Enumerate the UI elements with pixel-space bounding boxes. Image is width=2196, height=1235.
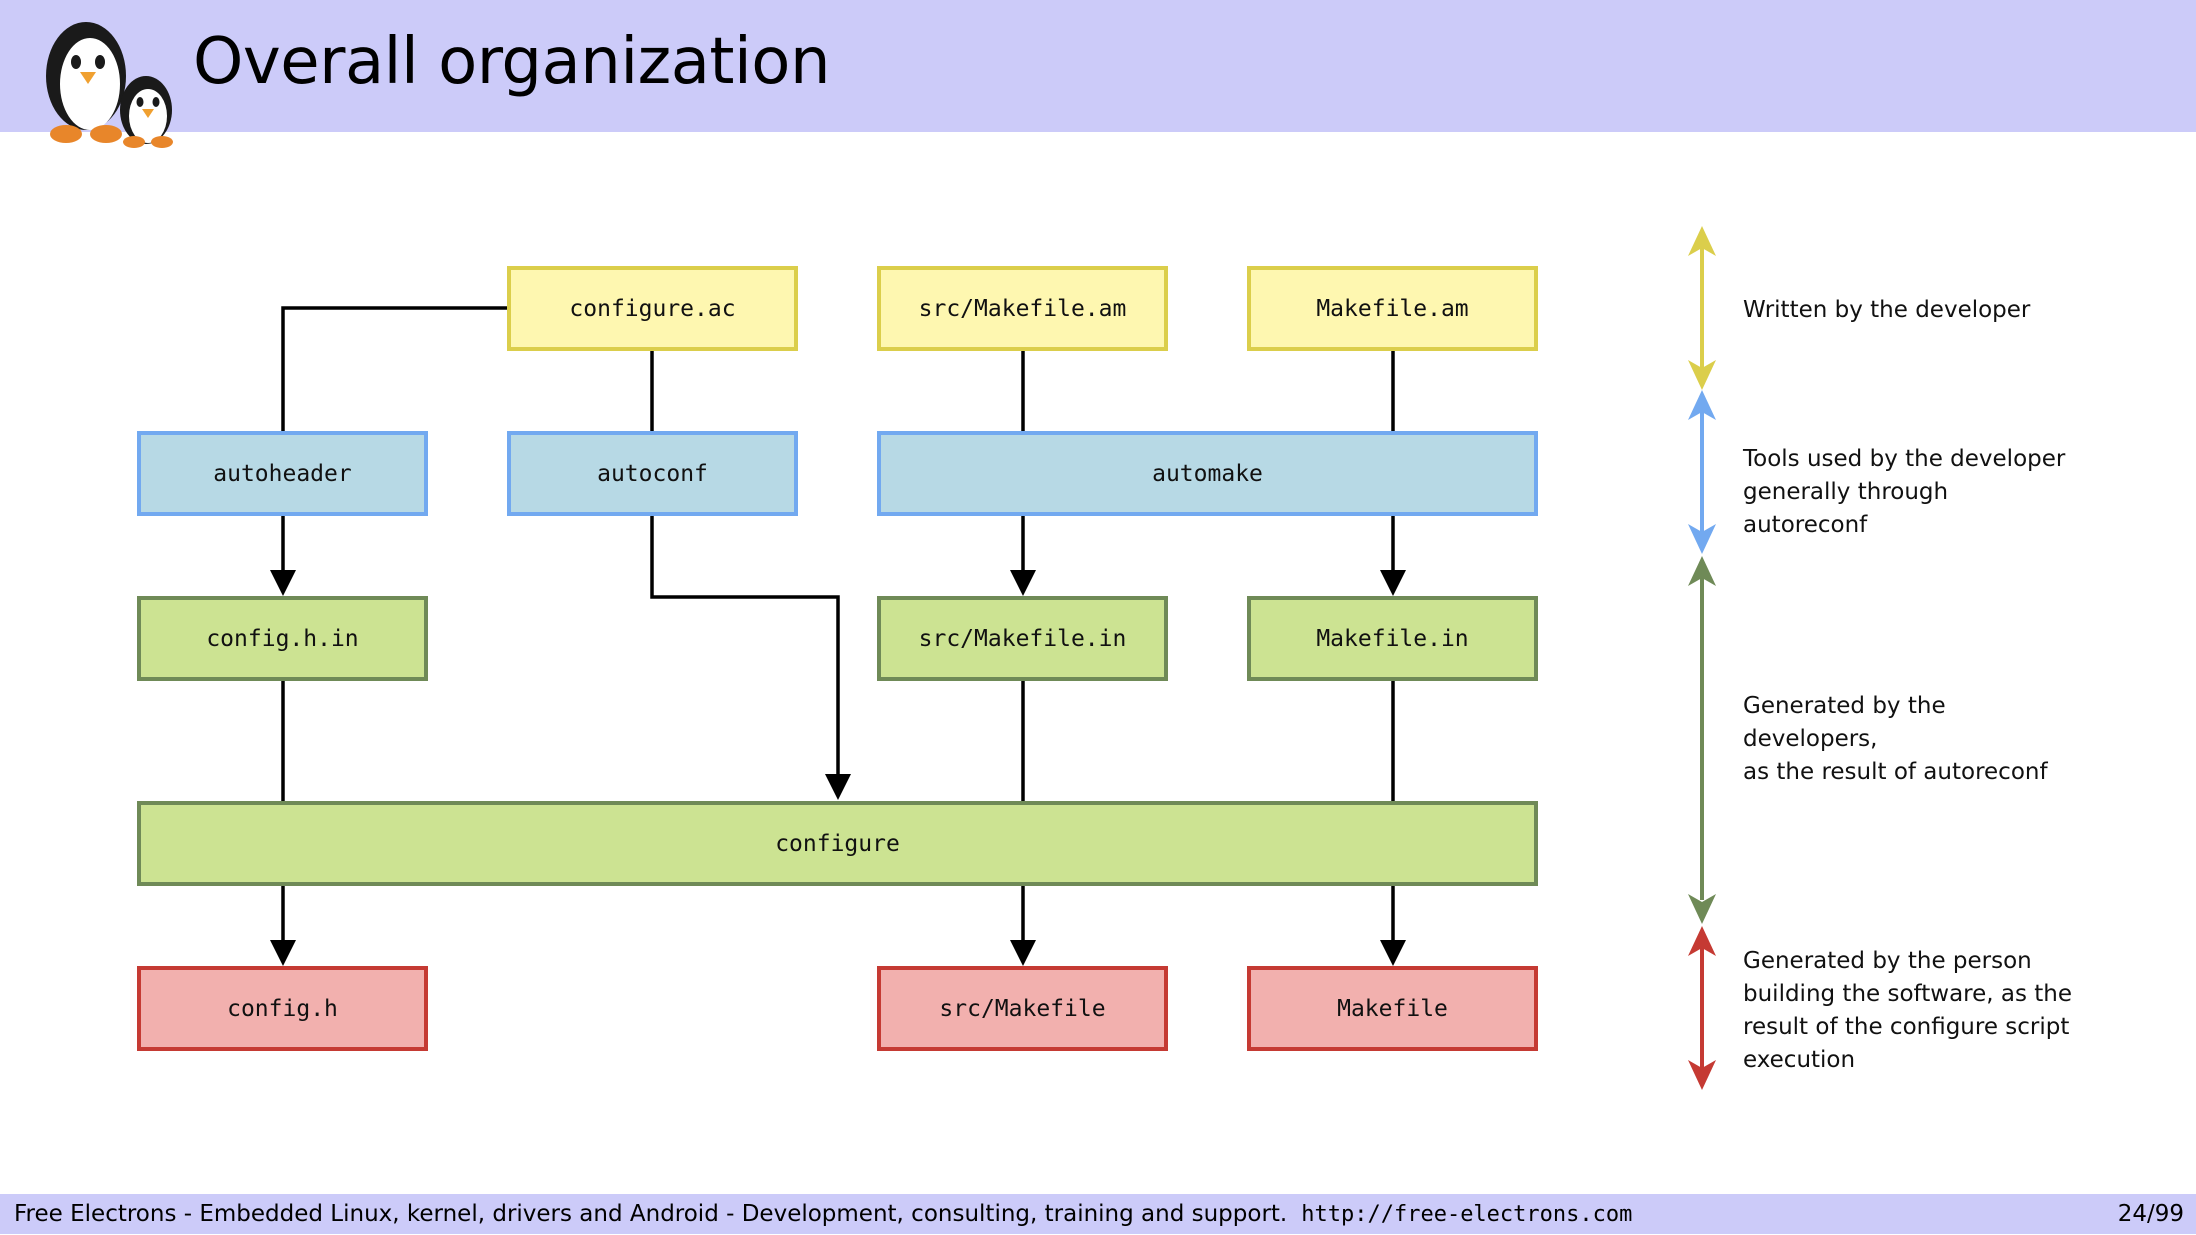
node-autoheader: autoheader: [137, 431, 428, 516]
footer-tagline: Free Electrons - Embedded Linux, kernel,…: [14, 1201, 1288, 1227]
node-makefile: Makefile: [1247, 966, 1538, 1051]
penguins-logo: [46, 22, 173, 148]
node-configure: configure: [137, 801, 1538, 886]
node-src-makefile-am: src/Makefile.am: [877, 266, 1168, 351]
node-autoconf: autoconf: [507, 431, 798, 516]
node-config-h: config.h: [137, 966, 428, 1051]
legend-generated-build: Generated by the person building the sof…: [1743, 948, 2073, 1073]
node-makefile-am: Makefile.am: [1247, 266, 1538, 351]
node-automake: automake: [877, 431, 1538, 516]
node-src-makefile-in: src/Makefile.in: [877, 596, 1168, 681]
footer-text: Free Electrons - Embedded Linux, kernel,…: [14, 1194, 1632, 1235]
node-src-makefile: src/Makefile: [877, 966, 1168, 1051]
node-config-h-in: config.h.in: [137, 596, 428, 681]
footer-url-link[interactable]: http://free-electrons.com: [1301, 1202, 1633, 1227]
slide-header: [0, 0, 2196, 132]
node-configure-ac: configure.ac: [507, 266, 798, 351]
slide-footer: Free Electrons - Embedded Linux, kernel,…: [0, 1194, 2196, 1234]
page-number: 24/99: [2117, 1201, 2184, 1227]
node-makefile-in: Makefile.in: [1247, 596, 1538, 681]
page-title: Overall organization: [193, 25, 831, 99]
legend-written: Written by the developer: [1743, 297, 2031, 323]
legend-generated-dev: Generated by the developers, as the resu…: [1743, 693, 2048, 785]
legend-tools: Tools used by the developer generally th…: [1743, 446, 2066, 538]
